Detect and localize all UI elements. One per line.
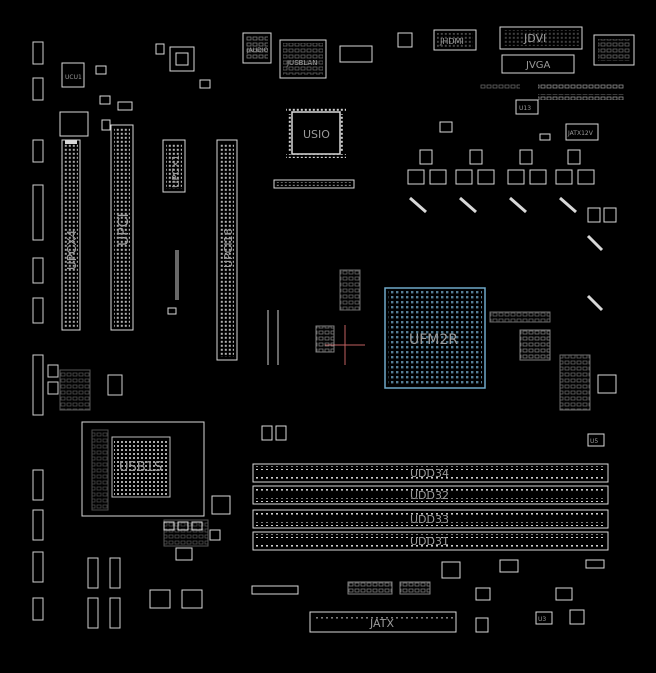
top-left-chips bbox=[59, 43, 211, 137]
connector-jdvi bbox=[499, 26, 583, 50]
connector-top-right bbox=[593, 34, 635, 66]
vrm-components bbox=[407, 121, 617, 223]
slot-upci16 bbox=[216, 139, 238, 361]
label-udd33: UDD33 bbox=[410, 513, 449, 526]
vga-pad-strips bbox=[480, 84, 624, 100]
connector-jaudio bbox=[242, 32, 272, 64]
slot-upcx1 bbox=[162, 139, 186, 193]
label-u13: U13 bbox=[519, 105, 531, 112]
jatx12v-box bbox=[565, 123, 599, 141]
label-jaudio: JAUDIO bbox=[246, 47, 269, 54]
label-upci: UPCI bbox=[116, 213, 132, 246]
label-u3: U3 bbox=[538, 616, 546, 623]
label-jdvi: JDVI bbox=[523, 32, 546, 45]
lpt-header bbox=[273, 179, 355, 189]
connector-jusb bbox=[339, 45, 373, 63]
label-udd32: UDD32 bbox=[410, 489, 449, 502]
component-labels: UPCX4 UPCI UPCX1 UPCI16 USIO UFM2R USB1S… bbox=[65, 32, 598, 630]
bottom-components bbox=[59, 269, 617, 633]
label-u5: U5 bbox=[590, 438, 598, 445]
label-usb1s: USB1S bbox=[119, 460, 162, 475]
label-udd31: UDD31 bbox=[410, 535, 449, 548]
left-edge-connectors bbox=[32, 41, 123, 629]
label-jhdmi: JHDMI bbox=[439, 37, 464, 46]
dimm-udd31 bbox=[252, 531, 609, 551]
vrm-inductors bbox=[409, 196, 604, 312]
label-ucu1: UCU1 bbox=[65, 74, 82, 81]
connector-jvga bbox=[501, 54, 575, 74]
label-upcx4: UPCX4 bbox=[65, 230, 79, 270]
vertical-traces bbox=[175, 250, 279, 365]
label-jvga: JVGA bbox=[525, 60, 551, 71]
connector-jusblan bbox=[279, 39, 327, 79]
chip-usio bbox=[286, 108, 346, 158]
label-upcx1: UPCX1 bbox=[171, 154, 182, 188]
label-jusblan: JUSBLAN bbox=[286, 59, 318, 67]
dimm-udd32 bbox=[252, 485, 609, 505]
label-ufm2r: UFM2R bbox=[409, 332, 458, 348]
slot-upcx4 bbox=[61, 139, 81, 331]
u13-box bbox=[515, 99, 539, 115]
connector-jhdmi bbox=[433, 29, 477, 51]
label-udd34: UDD34 bbox=[410, 467, 449, 480]
label-jatx12v: JATX12V bbox=[567, 130, 594, 137]
chipset-usb1s bbox=[81, 421, 205, 517]
dimm-udd33 bbox=[252, 509, 609, 529]
cpu-socket-ufm2r bbox=[384, 287, 486, 389]
connector-jatx bbox=[309, 611, 457, 633]
label-upci16: UPCI16 bbox=[222, 228, 235, 268]
slot-upci bbox=[110, 124, 134, 331]
label-jatx: JATX bbox=[369, 617, 394, 630]
small-square-top bbox=[397, 32, 413, 48]
dimm-udd34 bbox=[252, 463, 609, 483]
label-usio: USIO bbox=[303, 128, 330, 141]
